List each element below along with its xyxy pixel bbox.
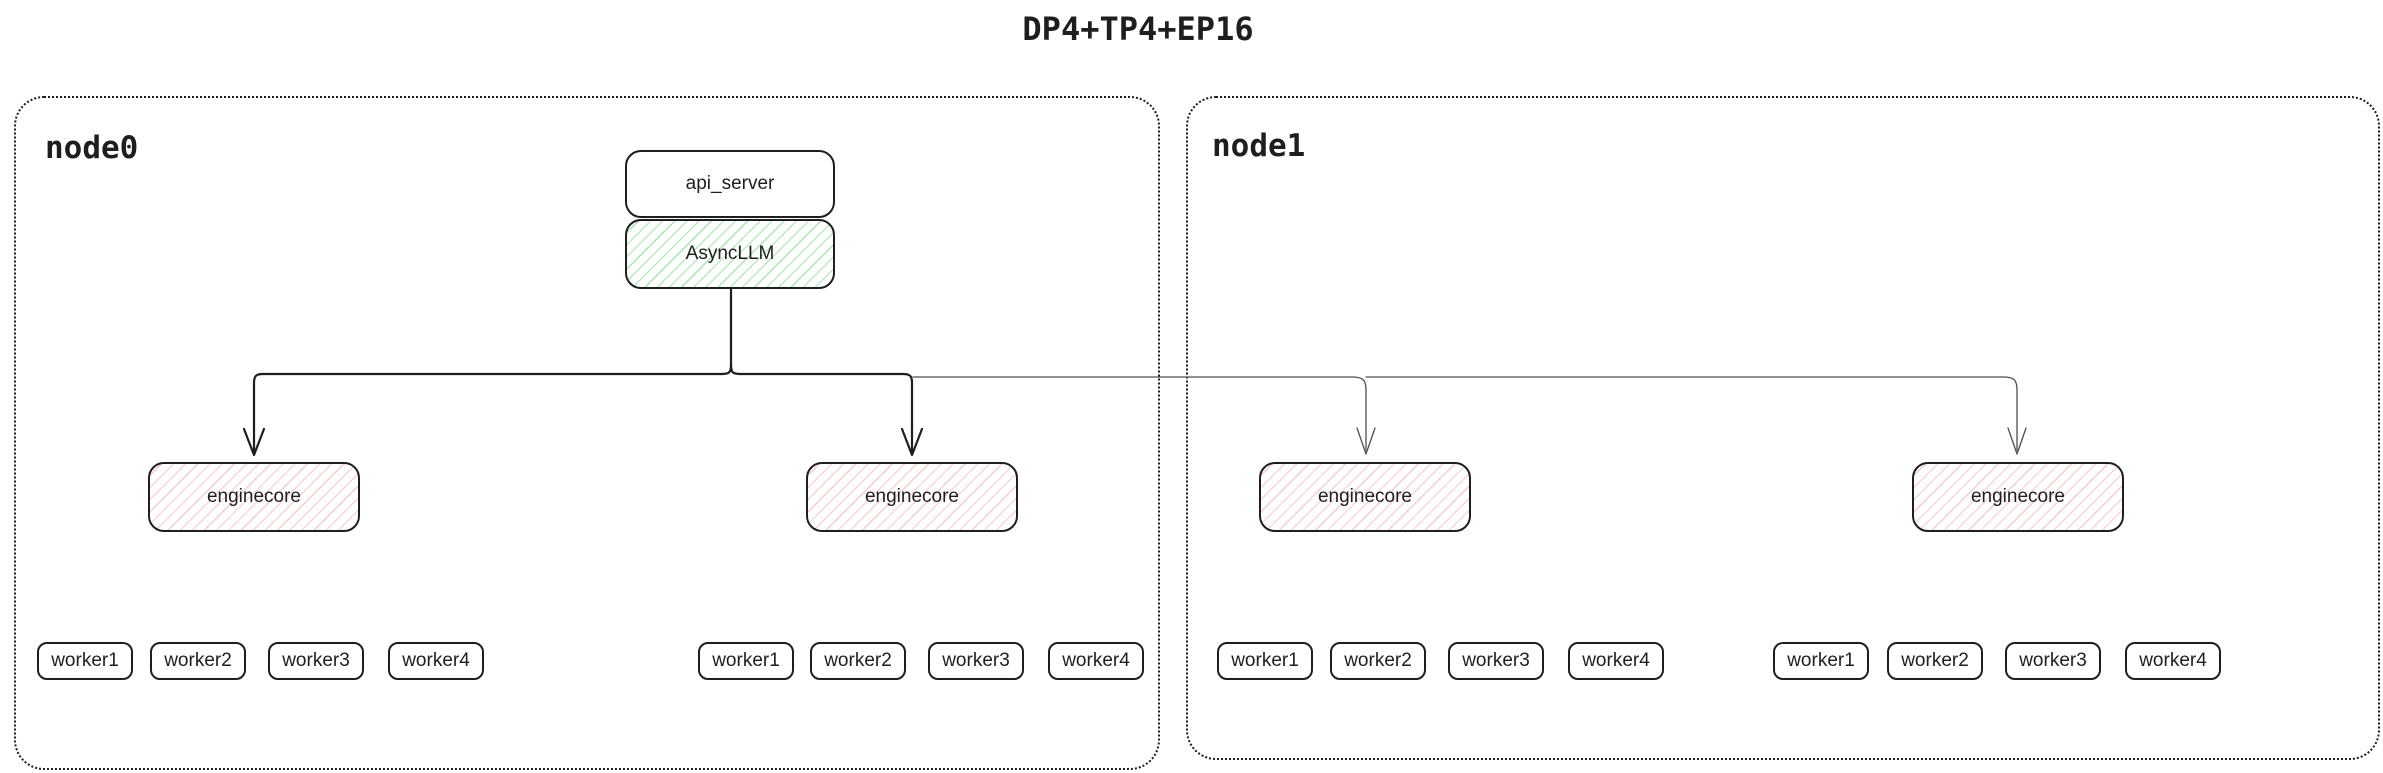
node1-group2-worker2: worker2	[1887, 642, 1983, 680]
node1-group1-worker1: worker1	[1217, 642, 1313, 680]
diagram-title: DP4+TP4+EP16	[1022, 10, 1254, 48]
asyncllm-box: AsyncLLM	[625, 219, 835, 289]
node0-group2-worker2: worker2	[810, 642, 906, 680]
node1-group1-worker2: worker2	[1330, 642, 1426, 680]
node1-enginecore1-label: enginecore	[1317, 486, 1413, 507]
node0-group1-worker4: worker4	[388, 642, 484, 680]
node1-group2-worker3: worker3	[2005, 642, 2101, 680]
node1-enginecore2-box: enginecore	[1912, 462, 2124, 532]
node1-container	[1186, 96, 2380, 760]
node1-label: node1	[1212, 128, 1306, 164]
node1-enginecore2-label: enginecore	[1970, 486, 2066, 507]
asyncllm-label: AsyncLLM	[685, 243, 775, 264]
api-server-label: api_server	[685, 173, 775, 194]
node1-group2-worker4: worker4	[2125, 642, 2221, 680]
node0-enginecore2-box: enginecore	[806, 462, 1018, 532]
node1-enginecore1-box: enginecore	[1259, 462, 1471, 532]
node1-group2-worker1: worker1	[1773, 642, 1869, 680]
node0-group2-worker1: worker1	[698, 642, 794, 680]
node0-group1-worker2: worker2	[150, 642, 246, 680]
node0-enginecore1-label: enginecore	[206, 486, 302, 507]
node0-label: node0	[45, 130, 139, 166]
node0-enginecore2-label: enginecore	[864, 486, 960, 507]
node0-container	[14, 96, 1160, 770]
node0-group1-worker3: worker3	[268, 642, 364, 680]
node0-group2-worker3: worker3	[928, 642, 1024, 680]
node0-group1-worker1: worker1	[37, 642, 133, 680]
api-server-box: api_server	[625, 150, 835, 218]
node0-group2-worker4: worker4	[1048, 642, 1144, 680]
node1-group1-worker3: worker3	[1448, 642, 1544, 680]
node0-enginecore1-box: enginecore	[148, 462, 360, 532]
node1-group1-worker4: worker4	[1568, 642, 1664, 680]
node0-arrows	[242, 287, 924, 457]
node1-arrows	[912, 376, 2027, 455]
